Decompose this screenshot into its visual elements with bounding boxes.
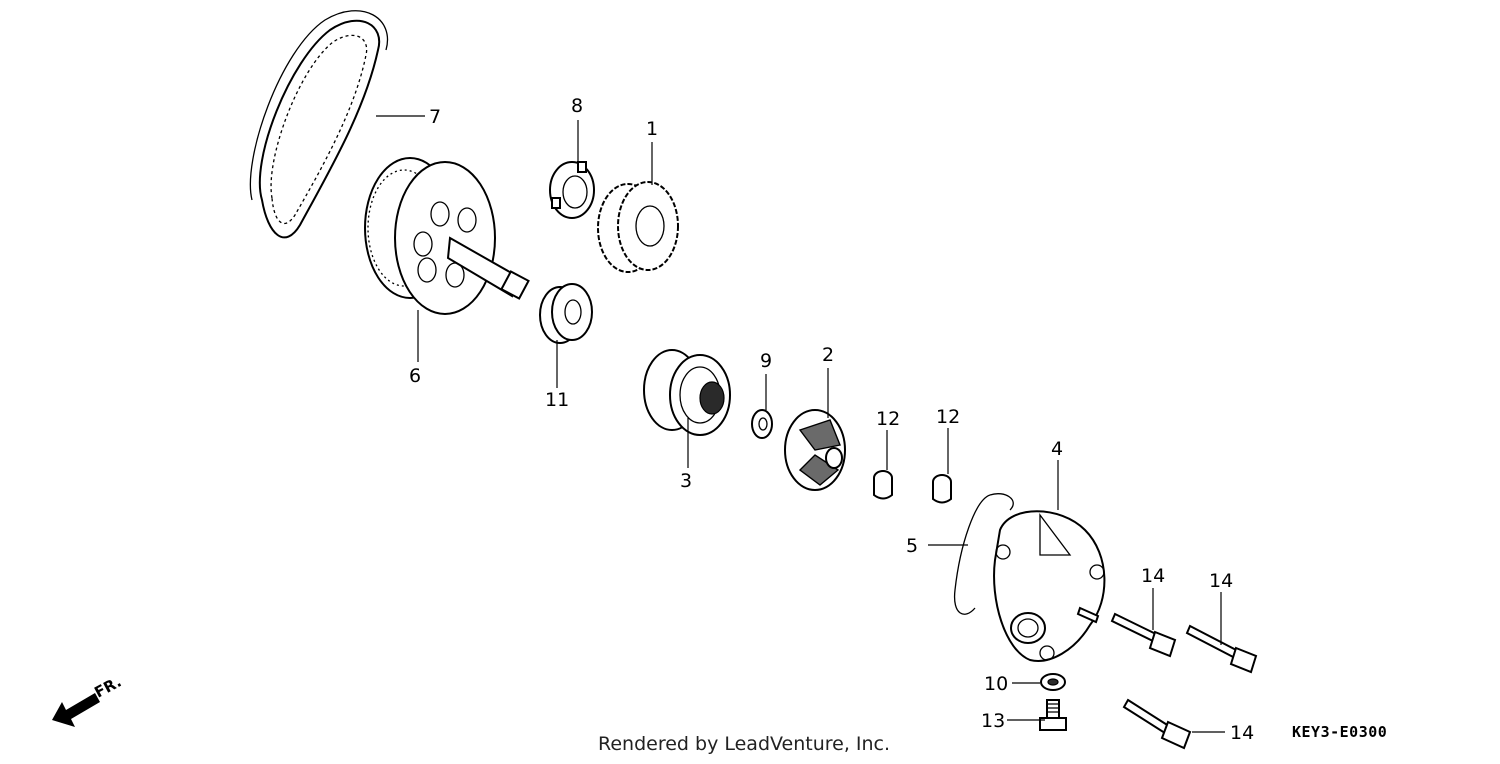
part-3-mechanical-seal[interactable] xyxy=(643,349,731,436)
part-2-impeller[interactable] xyxy=(784,409,846,491)
part-12-dowel-pin-b[interactable] xyxy=(932,474,952,504)
callout-5: 5 xyxy=(906,535,918,557)
part-9-washer[interactable] xyxy=(751,409,773,439)
callout-12a: 12 xyxy=(876,408,900,430)
front-direction-arrow-icon: FR. xyxy=(52,673,124,727)
part-14-bolt-a[interactable] xyxy=(1110,612,1177,658)
callout-14a: 14 xyxy=(1141,565,1165,587)
leader-lines xyxy=(376,115,1225,733)
callout-11: 11 xyxy=(545,389,569,411)
callout-2: 2 xyxy=(822,344,834,366)
callout-12b: 12 xyxy=(936,406,960,428)
part-10-sealing-washer[interactable] xyxy=(1040,673,1066,691)
part-4-pump-cover[interactable] xyxy=(993,510,1106,662)
callout-4: 4 xyxy=(1051,438,1063,460)
part-6-pulley-shaft[interactable] xyxy=(364,157,530,315)
callout-7: 7 xyxy=(429,106,441,128)
callout-13: 13 xyxy=(981,710,1005,732)
callout-10: 10 xyxy=(984,673,1008,695)
callout-6: 6 xyxy=(409,365,421,387)
diagram-code: KEY3-E0300 xyxy=(1292,723,1388,741)
part-14-bolt-c[interactable] xyxy=(1122,698,1192,750)
part-12-dowel-pin-a[interactable] xyxy=(873,470,893,500)
callout-14b: 14 xyxy=(1209,570,1233,592)
part-14-bolt-b[interactable] xyxy=(1185,624,1258,674)
part-13-drain-bolt[interactable] xyxy=(1039,699,1067,731)
callout-1: 1 xyxy=(646,118,658,140)
part-5-o-ring[interactable] xyxy=(953,493,1014,615)
callout-3: 3 xyxy=(680,470,692,492)
part-1-gear[interactable] xyxy=(597,181,679,273)
footer-credit: Rendered by LeadVenture, Inc. xyxy=(598,733,891,755)
part-7-belt[interactable] xyxy=(249,10,389,239)
callout-14c: 14 xyxy=(1230,722,1254,744)
part-8-lock-nut[interactable] xyxy=(549,161,595,219)
part-11-bearing[interactable] xyxy=(539,283,593,344)
callout-9: 9 xyxy=(760,350,772,372)
callout-8: 8 xyxy=(571,95,583,117)
